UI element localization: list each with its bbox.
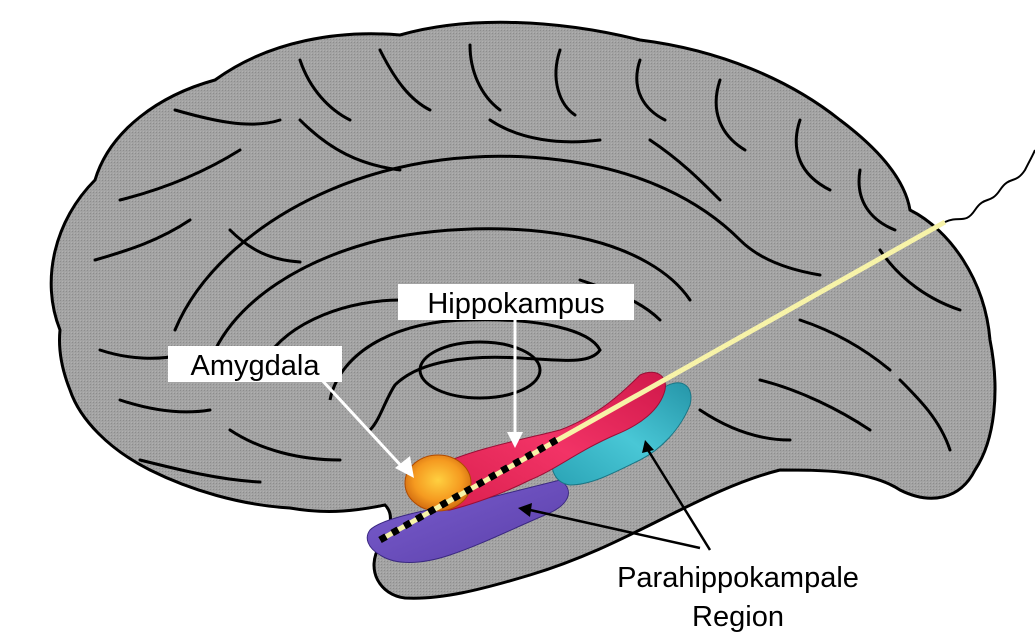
svg-text:Hippokampus: Hippokampus [427,288,604,320]
svg-text:Region: Region [692,601,784,633]
label-hippocampus: Hippokampus [398,284,634,320]
electrode-wire [945,150,1035,222]
amygdala-region [405,455,471,511]
label-amygdala: Amygdala [168,346,342,382]
label-parahippocampal: Parahippokampale Region [617,562,859,633]
svg-text:Amygdala: Amygdala [191,350,321,382]
svg-text:Parahippokampale: Parahippokampale [617,562,859,594]
